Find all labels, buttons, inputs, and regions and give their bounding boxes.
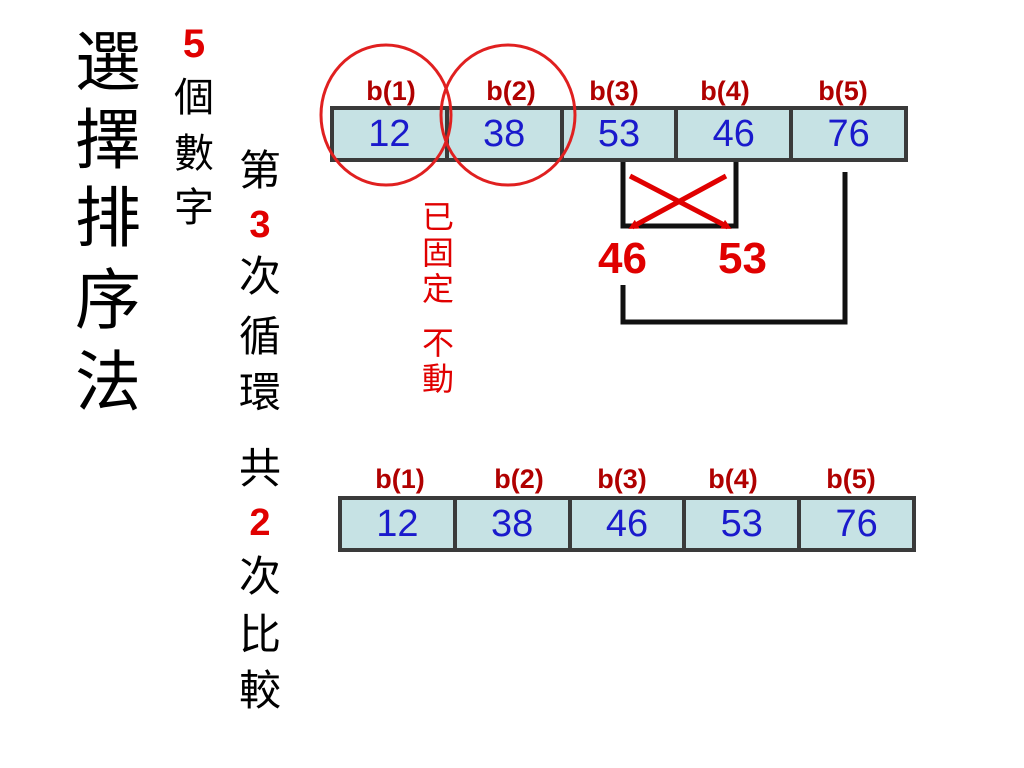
bottom-cell-b4: 53 xyxy=(686,500,798,548)
bottom-label-b3: b(3) xyxy=(597,464,647,494)
swap-arrow-right xyxy=(628,173,732,230)
bottom-label-b5: b(5) xyxy=(826,464,876,494)
total-number: 2 xyxy=(249,502,271,544)
bottom-cell-b3: 46 xyxy=(571,500,683,548)
title-char: 排 xyxy=(75,180,141,257)
title-char: 序 xyxy=(75,262,141,339)
compare-bracket xyxy=(620,162,739,229)
top-label-b4: b(4) xyxy=(700,76,750,106)
total-char: 較 xyxy=(238,666,281,715)
top-array: 12 38 53 46 76 xyxy=(330,106,908,162)
top-cell-b1: 12 xyxy=(334,110,445,158)
total-prefix: 共 xyxy=(238,444,281,493)
bottom-cell-b1: 12 xyxy=(342,500,453,548)
loop-number: 3 xyxy=(249,204,271,246)
title-char: 選 xyxy=(75,24,141,101)
fixed-circle-b1 xyxy=(319,43,453,187)
top-label-b3: b(3) xyxy=(589,76,639,106)
top-label-b2: b(2) xyxy=(486,76,536,106)
bottom-cell-b5: 76 xyxy=(801,500,912,548)
loop-prefix: 第 xyxy=(238,146,281,195)
top-label-b5: b(5) xyxy=(818,76,868,106)
fixed-circle-b2 xyxy=(439,43,577,187)
bottom-label-b2: b(2) xyxy=(494,464,544,494)
fixed-char: 固 xyxy=(421,234,454,272)
top-cell-b5: 76 xyxy=(793,110,904,158)
swap-value-left: 46 xyxy=(598,234,647,283)
loop-char: 循 xyxy=(238,312,281,361)
outer-bracket xyxy=(620,172,848,325)
total-char: 次 xyxy=(238,552,281,601)
title-char: 法 xyxy=(75,344,141,421)
total-char: 比 xyxy=(238,610,281,659)
top-cell-b3: 53 xyxy=(563,110,675,158)
loop-char: 次 xyxy=(238,252,281,301)
top-cell-b4: 46 xyxy=(678,110,790,158)
fixed-char: 定 xyxy=(421,270,454,308)
bottom-cell-b2: 38 xyxy=(456,500,568,548)
top-cell-b2: 38 xyxy=(448,110,560,158)
fixed-char: 動 xyxy=(421,360,454,398)
fixed-char: 不 xyxy=(421,324,454,362)
count-number: 5 xyxy=(182,22,206,66)
bottom-label-b1: b(1) xyxy=(375,464,425,494)
count-char: 個 xyxy=(174,75,214,121)
count-char: 字 xyxy=(174,185,214,231)
fixed-char: 已 xyxy=(421,198,454,236)
loop-char: 環 xyxy=(238,368,281,417)
swap-value-right: 53 xyxy=(718,234,767,283)
bottom-array: 12 38 46 53 76 xyxy=(338,496,916,552)
top-label-b1: b(1) xyxy=(366,76,416,106)
bottom-label-b4: b(4) xyxy=(708,464,758,494)
count-char: 數 xyxy=(174,131,214,177)
title-char: 擇 xyxy=(75,102,141,179)
